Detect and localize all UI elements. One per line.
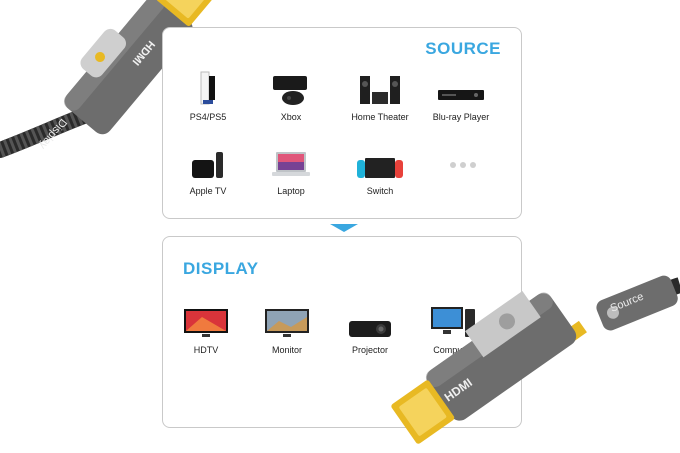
device-label: Computer (433, 345, 473, 355)
device-home-theater: Home Theater (340, 68, 420, 122)
source-title: SOURCE (425, 39, 501, 58)
laptop-icon (272, 152, 310, 176)
device-bluray-player: Blu-ray Player (421, 68, 501, 122)
device-label: Monitor (271, 345, 302, 355)
device-label: Projector (351, 345, 388, 355)
device-apple-tv: Apple TV (168, 142, 248, 196)
device-label: Laptop (277, 186, 305, 196)
display-title: DISPLAY (183, 259, 259, 278)
device-laptop: Laptop (251, 142, 331, 196)
device-label: HDTV (193, 345, 219, 355)
xbox-console-icon (273, 76, 307, 105)
device-ps4-ps5: PS4/PS5 (168, 68, 248, 122)
device-label: Xbox (280, 112, 302, 122)
device-projector: Projector (330, 301, 410, 355)
flow-arrow-icon (330, 224, 358, 232)
device-label: Apple TV (189, 186, 227, 196)
monitor-icon (265, 309, 309, 337)
device-switch: Switch (340, 142, 420, 196)
bluray-player-icon (438, 90, 484, 100)
device-label: Switch (366, 186, 394, 196)
display-connector-text: Display (36, 116, 69, 152)
source-panel: SOURCE PS4/PS5 Xbox (162, 27, 522, 219)
home-theater-icon (360, 76, 400, 104)
hdtv-icon (184, 309, 228, 337)
device-computer: Computer (413, 301, 493, 355)
device-label: Blu-ray Player (432, 112, 490, 122)
device-label: PS4/PS5 (189, 112, 227, 122)
apple-tv-icon (192, 152, 223, 178)
switch-console-icon (357, 158, 403, 178)
source-connector-text: Source (609, 291, 646, 315)
game-console-icon (200, 71, 215, 105)
display-panel: DISPLAY HDTV Monitor (162, 236, 522, 428)
device-monitor: Monitor (247, 301, 327, 355)
more-devices-indicator (450, 162, 476, 168)
projector-icon (349, 321, 391, 337)
device-xbox: Xbox (251, 68, 331, 122)
device-hdtv: HDTV (166, 301, 246, 355)
device-label: Home Theater (351, 112, 409, 122)
left-hdmi-text: HDMI (130, 38, 157, 67)
computer-icon (431, 307, 475, 337)
